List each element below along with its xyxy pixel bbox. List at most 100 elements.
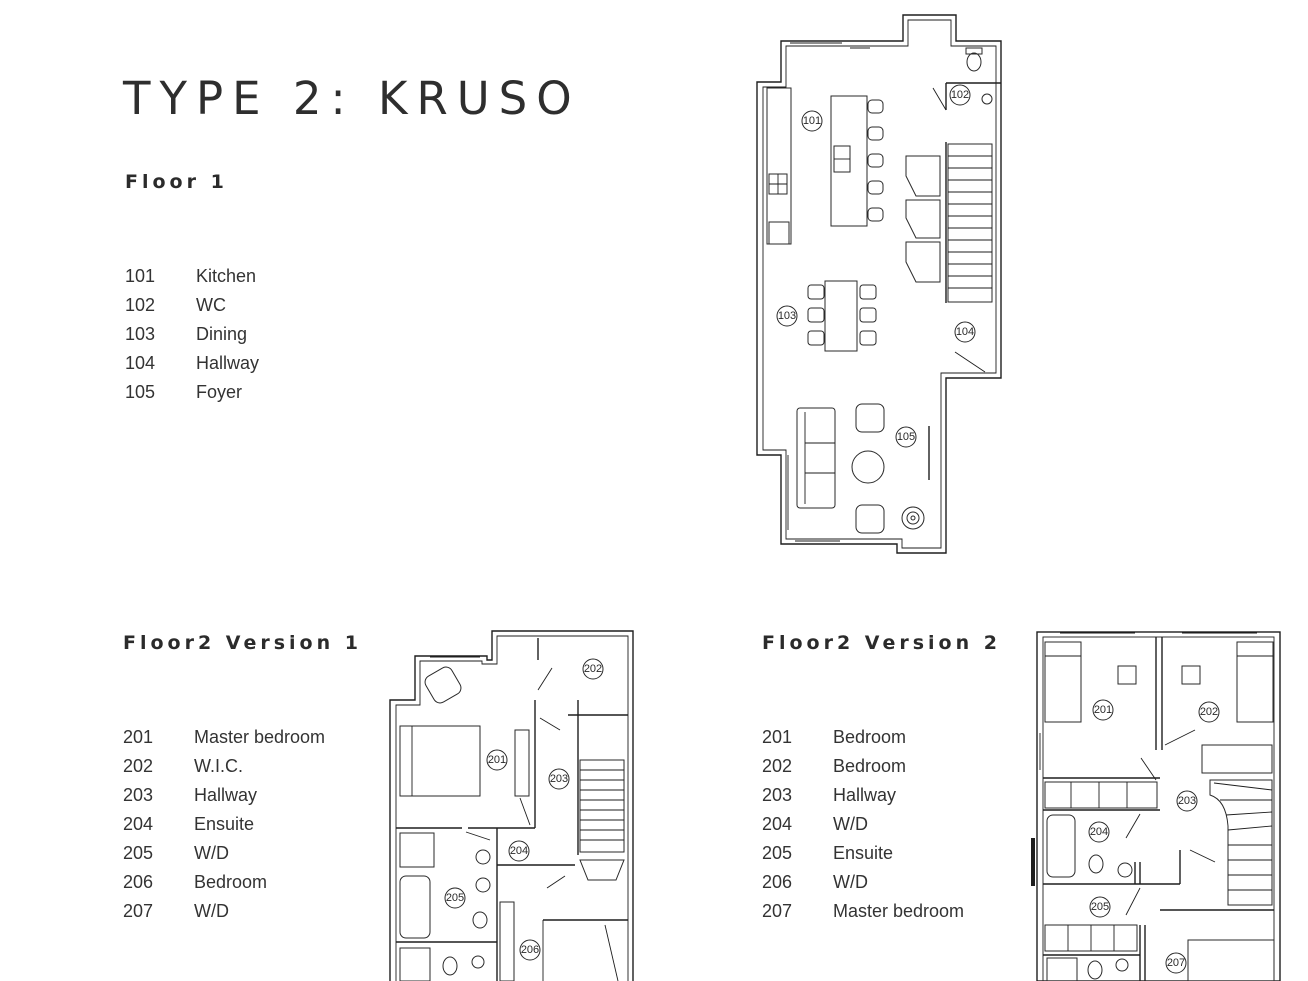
- room-name: Ensuite: [194, 814, 255, 834]
- room-name: Kitchen: [196, 266, 257, 286]
- legend-row: 201 Master bedroom: [123, 723, 325, 752]
- legend-row: 207 W/D: [123, 897, 325, 926]
- legend-row: 206 Bedroom: [123, 868, 325, 897]
- room-name: WC: [196, 295, 226, 315]
- svg-text:207: 207: [1167, 957, 1185, 969]
- floor2-v2-heading: Floor2 Version 2: [762, 632, 1001, 654]
- room-number: 105: [125, 382, 156, 402]
- floor1-plan: [756, 14, 1002, 554]
- room-name: W.I.C.: [194, 756, 243, 776]
- svg-text:203: 203: [550, 773, 568, 785]
- svg-text:202: 202: [1200, 706, 1218, 718]
- room-number: 207: [123, 901, 154, 921]
- room-number: 206: [762, 872, 793, 892]
- floor2-v1-heading: Floor2 Version 1: [123, 632, 362, 654]
- legend-row: 103 Dining: [125, 320, 259, 349]
- floor1-legend: 101 Kitchen 102 WC 103 Dining 104 Hallway 10…: [125, 262, 259, 407]
- legend-row: 202 W.I.C.: [123, 752, 325, 781]
- legend-row: 105 Foyer: [125, 378, 259, 407]
- legend-row: 206 W/D: [762, 868, 964, 897]
- room-number: 204: [762, 814, 793, 834]
- room-number: 201: [123, 727, 154, 747]
- room-tag-203: 203: [1176, 790, 1198, 812]
- room-tag-202: 202: [582, 658, 604, 680]
- room-tag-205: 205: [1089, 896, 1111, 918]
- svg-text:102: 102: [951, 89, 969, 101]
- svg-text:104: 104: [956, 326, 974, 338]
- room-name: Dining: [196, 324, 248, 344]
- floor2-v1-plan: [389, 630, 634, 981]
- room-number: 204: [123, 814, 154, 834]
- room-name: W/D: [833, 872, 868, 892]
- room-name: Ensuite: [833, 843, 894, 863]
- room-number: 203: [123, 785, 154, 805]
- legend-row: 204 Ensuite: [123, 810, 325, 839]
- svg-text:204: 204: [510, 845, 528, 857]
- legend-row: 205 W/D: [123, 839, 325, 868]
- room-name: W/D: [833, 814, 868, 834]
- room-number: 202: [762, 756, 793, 776]
- room-number: 205: [762, 843, 793, 863]
- svg-text:201: 201: [1094, 704, 1112, 716]
- room-number: 103: [125, 324, 156, 344]
- room-tag-202: 202: [1198, 701, 1220, 723]
- room-name: W/D: [194, 901, 229, 921]
- room-number: 203: [762, 785, 793, 805]
- room-number: 104: [125, 353, 156, 373]
- svg-text:202: 202: [584, 663, 602, 675]
- legend-row: 203 Hallway: [123, 781, 325, 810]
- svg-text:203: 203: [1178, 795, 1196, 807]
- floor2-v1-legend: 201 Master bedroom 202 W.I.C. 203 Hallway 2…: [123, 723, 325, 926]
- room-number: 102: [125, 295, 156, 315]
- svg-text:204: 204: [1090, 826, 1108, 838]
- room-tag-104: 104: [954, 321, 976, 343]
- room-tag-201: 201: [1092, 699, 1114, 721]
- room-tag-207: 207: [1165, 952, 1187, 974]
- room-name: Master bedroom: [194, 727, 326, 747]
- svg-text:201: 201: [488, 754, 506, 766]
- svg-text:103: 103: [778, 310, 796, 322]
- room-name: Bedroom: [833, 727, 907, 747]
- room-number: 202: [123, 756, 154, 776]
- room-number: 207: [762, 901, 793, 921]
- room-tag-204: 204: [508, 840, 530, 862]
- room-number: 205: [123, 843, 154, 863]
- legend-row: 204 W/D: [762, 810, 964, 839]
- room-name: Hallway: [833, 785, 897, 805]
- room-tag-103: 103: [776, 305, 798, 327]
- room-name: Hallway: [194, 785, 258, 805]
- room-number: 101: [125, 266, 156, 286]
- legend-row: 205 Ensuite: [762, 839, 964, 868]
- page-title: TYPE 2: KRUSO: [123, 72, 581, 125]
- floor1-heading: Floor 1: [125, 171, 228, 193]
- room-name: W/D: [194, 843, 229, 863]
- room-tag-102: 102: [949, 84, 971, 106]
- svg-text:205: 205: [1091, 901, 1109, 913]
- room-name: Foyer: [196, 382, 243, 402]
- legend-row: 102 WC: [125, 291, 259, 320]
- room-name: Bedroom: [194, 872, 268, 892]
- room-tag-204: 204: [1088, 821, 1110, 843]
- svg-text:206: 206: [521, 944, 539, 956]
- svg-text:105: 105: [897, 431, 915, 443]
- room-tag-101: 101: [801, 110, 823, 132]
- room-name: Bedroom: [833, 756, 907, 776]
- room-tag-205: 205: [444, 887, 466, 909]
- legend-row: 207 Master bedroom: [762, 897, 964, 926]
- room-tag-105: 105: [895, 426, 917, 448]
- room-tag-203: 203: [548, 768, 570, 790]
- legend-row: 203 Hallway: [762, 781, 964, 810]
- svg-text:101: 101: [803, 115, 821, 127]
- room-name: Master bedroom: [833, 901, 965, 921]
- room-name: Hallway: [196, 353, 260, 373]
- room-number: 206: [123, 872, 154, 892]
- room-tag-206: 206: [519, 939, 541, 961]
- floor2-v2-plan: [1031, 631, 1281, 981]
- legend-row: 101 Kitchen: [125, 262, 259, 291]
- room-tag-201: 201: [486, 749, 508, 771]
- legend-row: 202 Bedroom: [762, 752, 964, 781]
- svg-text:205: 205: [446, 892, 464, 904]
